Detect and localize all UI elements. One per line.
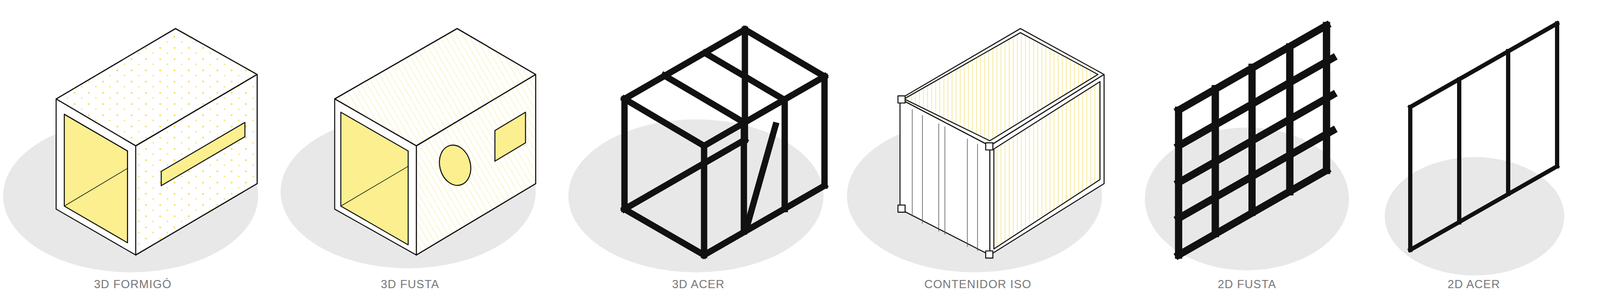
caption-label: 2D ACER [1445,277,1503,291]
caption-label: 3D FORMIGÓ [92,277,174,291]
caption-label: 2D FUSTA [1215,277,1279,291]
caption-label: 3D FUSTA [378,277,442,291]
caption-label: CONTENIDOR ISO [922,277,1034,291]
caption-label: 3D ACER [670,277,727,291]
